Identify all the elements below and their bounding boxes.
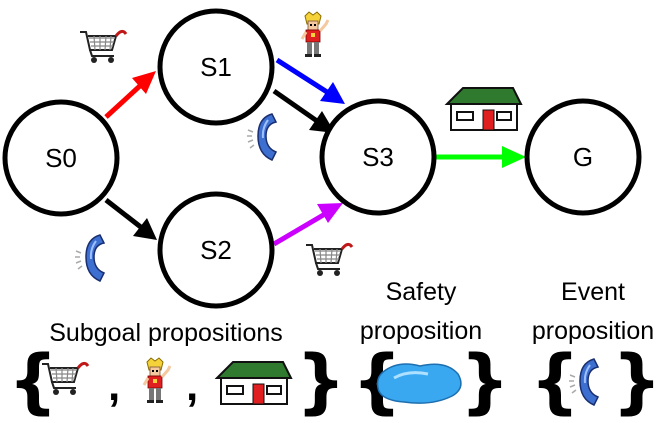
person-waving-icon [300,10,330,59]
house-icon [216,361,292,405]
house-icon [446,87,522,131]
close-brace: } [460,340,510,422]
node-g-label: G [573,142,593,172]
node-s0-label: S0 [45,143,77,173]
shopping-cart-icon [304,242,354,278]
node-s2: S2 [157,191,275,309]
safety-caption-line2: proposition [360,317,482,345]
close-brace: } [296,340,346,422]
event-caption-line1: Event [561,278,625,306]
safety-caption-line1: Safety [386,278,457,306]
comma: , [186,361,198,410]
node-s1-label: S1 [200,52,232,82]
telephone-handset-icon [246,113,277,161]
node-g: G [524,98,642,216]
person-waving-icon [142,356,172,405]
edge-s2-s3 [272,203,343,247]
node-s2-label: S2 [200,235,232,265]
subgoal-set: { , , } [8,340,346,422]
comma: , [108,361,120,410]
shopping-cart-icon [78,29,128,65]
node-s1: S1 [157,8,275,126]
telephone-handset-icon [74,234,105,282]
event-caption-line2: proposition [532,317,654,345]
edge-s0-s1 [104,71,156,119]
node-s3-label: S3 [362,142,394,172]
node-s0: S0 [2,99,120,217]
safety-set: { } [352,340,510,422]
edge-s3-g [436,146,526,168]
event-set: { } [530,340,662,422]
edge-s1-s3-blue [275,57,345,104]
node-s3: S3 [319,98,437,216]
open-brace: { [8,340,58,422]
close-brace: } [612,340,662,422]
subgoal-caption: Subgoal propositions [49,319,283,347]
edge-s0-s2 [104,198,157,240]
water-puddle-icon [376,363,462,404]
